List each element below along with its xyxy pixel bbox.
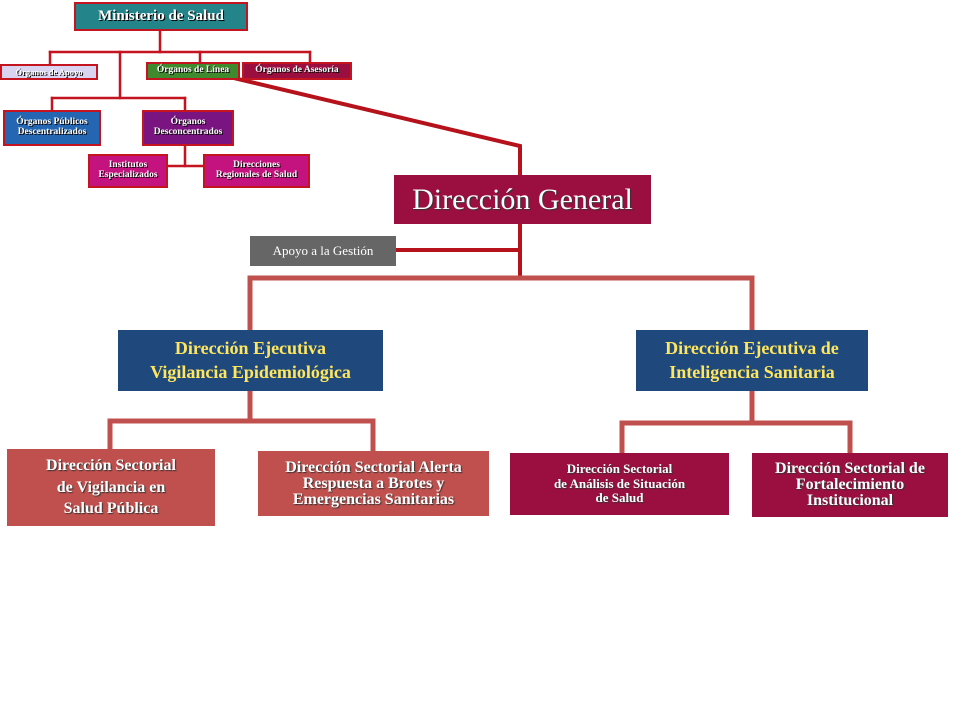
sectorial-analisis-line2: de Análisis de Situación (553, 475, 686, 491)
organos-publicos-descentralizados-box: Órganos Públicos Descentralizados (3, 110, 101, 146)
dir-line2: Regionales de Salud (215, 170, 298, 180)
sectorial-alerta-line3: Emergencias Sanitarias (292, 490, 455, 508)
mini-connectors (48, 28, 312, 168)
ministerio-de-salud-box: Ministerio de Salud (74, 2, 248, 31)
ejecutiva-vigilancia-line1: Dirección Ejecutiva (174, 338, 327, 359)
opd-line2: Descentralizados (17, 127, 87, 137)
sectorial-fortalecimiento-line1: Dirección Sectorial de (775, 460, 925, 477)
inst-line1: Institutos (108, 160, 148, 171)
direccion-general-box: Dirección General (394, 175, 651, 224)
dir-line1: Direcciones (233, 160, 280, 171)
sectorial-analisis-box: Dirección Sectorial de Análisis de Situa… (510, 453, 729, 515)
organos-apoyo-box: Órganos de Apoyo (0, 64, 98, 80)
sectorial-analisis-line1: Dirección Sectorial (566, 460, 673, 476)
ejecutiva-vigilancia-line2: Vigilancia Epidemiológica (150, 361, 351, 382)
sectorial-fortalecimiento-box: Dirección Sectorial de Fortalecimiento I… (752, 453, 948, 517)
organos-apoyo-label: Órganos de Apoyo (15, 66, 83, 77)
direcciones-regionales-box: Direcciones Regionales de Salud (203, 154, 310, 188)
sectorial-alerta-line2: Respuesta a Brotes y (302, 474, 445, 492)
sectorial-vigilancia-line2: de Vigilancia en (56, 478, 166, 496)
organos-desconcentrados-box: Órganos Desconcentrados (142, 110, 234, 146)
sectorial-vigilancia-box: Dirección Sectorial de Vigilancia en Sal… (7, 449, 215, 526)
institutos-especializados-box: Institutos Especializados (88, 154, 168, 188)
organos-asesoria-box: Órganos de Asesoría (242, 62, 352, 80)
sectorial-vigilancia-line1: Dirección Sectorial (46, 457, 176, 475)
desc-line2: Desconcentrados (153, 127, 223, 137)
ministerio-de-salud-label: Ministerio de Salud (98, 7, 224, 24)
sectorial-alerta-line1: Dirección Sectorial Alerta (285, 458, 462, 476)
sectorial-alerta-box: Dirección Sectorial Alerta Respuesta a B… (258, 451, 489, 516)
opd-line1: Órganos Públicos (16, 117, 88, 128)
ejecutiva-inteligencia-box: Dirección Ejecutiva de Inteligencia Sani… (636, 330, 868, 391)
organos-linea-box: Órganos de Línea (146, 62, 240, 80)
sectorial-analisis-line3: de Salud (595, 490, 644, 506)
desc-line1: Órganos (170, 117, 206, 128)
sectorial-vigilancia-line3: Salud Pública (63, 500, 159, 518)
apoyo-gestion-box: Apoyo a la Gestión (250, 236, 396, 266)
ejecutiva-inteligencia-line1: Dirección Ejecutiva de (665, 338, 839, 359)
organos-linea-label: Órganos de Línea (156, 65, 230, 76)
organos-asesoria-label: Órganos de Asesoría (255, 65, 339, 76)
sectorial-fortalecimiento-line3: Institucional (806, 492, 894, 509)
direccion-general-label: Dirección General (412, 182, 633, 216)
sectorial-fortalecimiento-line2: Fortalecimiento (795, 476, 905, 493)
main-connectors-lower (107, 275, 853, 456)
main-connectors (197, 67, 522, 280)
ejecutiva-vigilancia-box: Dirección Ejecutiva Vigilancia Epidemiol… (118, 330, 383, 391)
ejecutiva-inteligencia-line2: Inteligencia Sanitaria (669, 361, 835, 382)
apoyo-gestion-label: Apoyo a la Gestión (272, 243, 374, 259)
inst-line2: Especializados (98, 170, 158, 180)
